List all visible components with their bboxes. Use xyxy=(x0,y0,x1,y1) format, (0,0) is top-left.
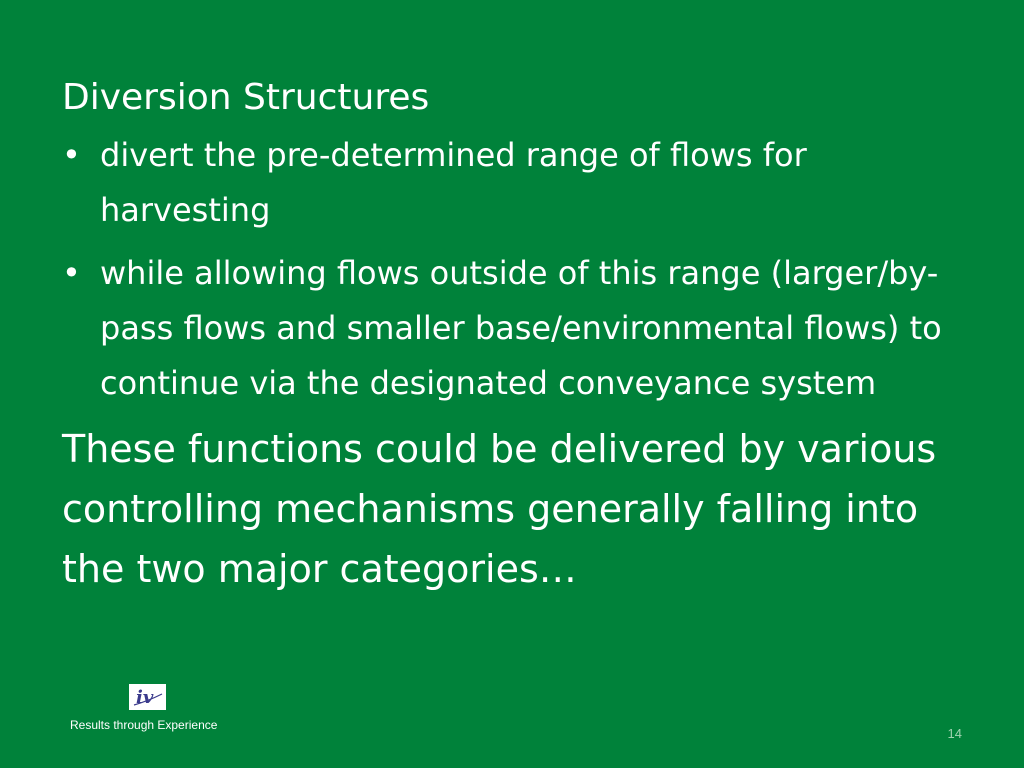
page-number: 14 xyxy=(947,726,962,741)
slide-content: Diversion Structures • divert the pre-de… xyxy=(62,70,962,599)
bullet-list: • divert the pre-determined range of flo… xyxy=(62,128,962,411)
svg-text:iv: iv xyxy=(136,687,154,708)
iv-logo-icon: iv xyxy=(129,684,166,710)
bullet-item: • while allowing flows outside of this r… xyxy=(62,246,962,411)
bullet-text: while allowing flows outside of this ran… xyxy=(100,254,942,402)
bullet-text: divert the pre-determined range of flows… xyxy=(100,136,807,229)
iv-logo-graphic: iv xyxy=(133,687,162,708)
bullet-dot-icon: • xyxy=(62,136,81,174)
bullet-dot-icon: • xyxy=(62,254,81,292)
slide-heading: Diversion Structures xyxy=(62,77,430,118)
footer-tagline: Results through Experience xyxy=(70,718,218,732)
bullet-item: • divert the pre-determined range of flo… xyxy=(62,128,962,238)
closing-paragraph: These functions could be delivered by va… xyxy=(62,427,937,591)
